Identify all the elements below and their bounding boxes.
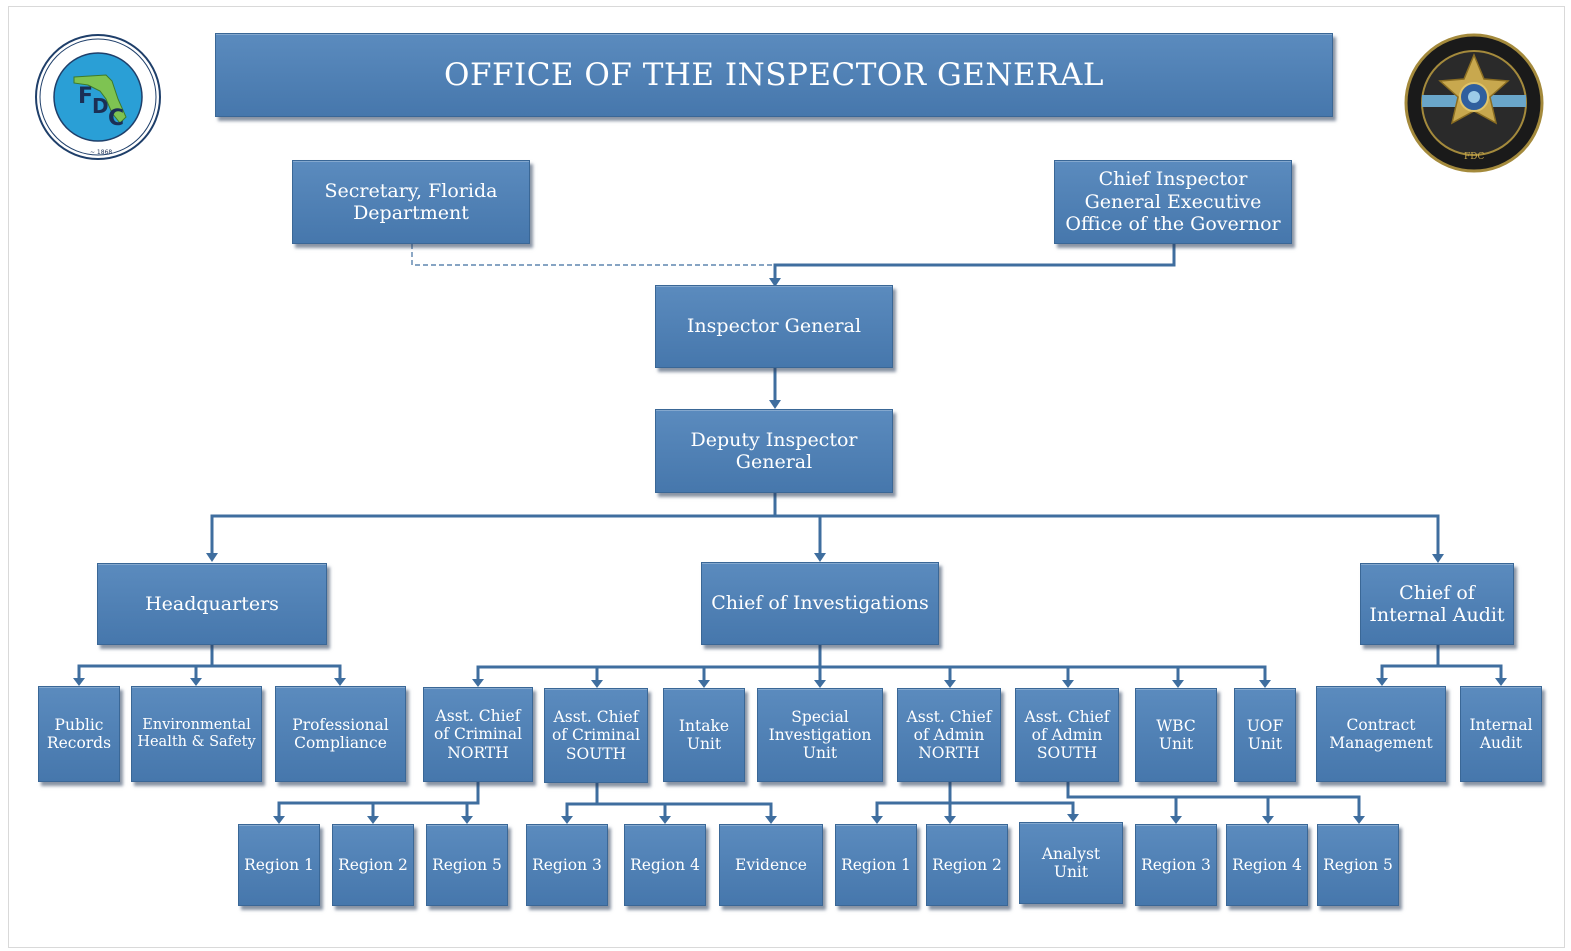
crim-north-region-1-label: Region 1	[244, 855, 314, 874]
admin-north-region-1-box: Region 1	[835, 824, 917, 906]
uof-unit-box: UOF Unit	[1234, 688, 1296, 782]
asst-chief-criminal-north-box: Asst. Chief of Criminal NORTH	[423, 687, 533, 782]
admin-north-region-2-label: Region 2	[932, 855, 1002, 874]
uof-unit-label: UOF Unit	[1246, 716, 1284, 753]
asst-chief-admin-south-label: Asst. Chief of Admin SOUTH	[1024, 707, 1110, 763]
crim-north-region-5-box: Region 5	[426, 824, 508, 906]
intake-unit-label: Intake Unit	[678, 716, 730, 753]
crim-south-region-3-label: Region 3	[532, 855, 602, 874]
svg-text:FDC: FDC	[1464, 152, 1484, 162]
analyst-unit-box: Analyst Unit	[1019, 822, 1123, 904]
internal-audit-label: Internal Audit	[1469, 715, 1533, 752]
admin-south-region-5-box: Region 5	[1317, 824, 1399, 906]
professional-compliance-label: Professional Compliance	[292, 715, 389, 752]
special-investigation-unit-box: Special Investigation Unit	[757, 688, 883, 782]
analyst-unit-label: Analyst Unit	[1041, 844, 1101, 881]
crim-south-region-4-label: Region 4	[630, 855, 700, 874]
chief-of-investigations-label: Chief of Investigations	[711, 592, 929, 615]
crim-south-region-4-box: Region 4	[624, 824, 706, 906]
admin-south-region-4-box: Region 4	[1226, 824, 1308, 906]
crim-north-region-1-box: Region 1	[238, 824, 320, 906]
contract-management-box: Contract Management	[1316, 686, 1446, 782]
chief-of-investigations-box: Chief of Investigations	[701, 562, 939, 645]
secretary-box: Secretary, Florida Department	[292, 160, 530, 244]
crim-north-region-2-label: Region 2	[338, 855, 408, 874]
admin-south-region-4-label: Region 4	[1232, 855, 1302, 874]
professional-compliance-box: Professional Compliance	[275, 686, 406, 782]
inspector-general-box: Inspector General	[655, 285, 893, 368]
svg-text:C: C	[108, 106, 124, 131]
chief-of-internal-audit-box: Chief of Internal Audit	[1360, 563, 1514, 645]
page-frame	[8, 6, 1565, 948]
asst-chief-admin-north-box: Asst. Chief of Admin NORTH	[897, 688, 1001, 782]
svg-text:D: D	[92, 94, 109, 118]
inspector-general-label: Inspector General	[686, 315, 862, 338]
admin-south-region-5-label: Region 5	[1323, 855, 1393, 874]
chief-inspector-general-box: Chief Inspector General Executive Office…	[1054, 160, 1292, 244]
crim-north-region-2-box: Region 2	[332, 824, 414, 906]
chief-of-internal-audit-label: Chief of Internal Audit	[1369, 581, 1505, 626]
internal-audit-box: Internal Audit	[1460, 686, 1542, 782]
svg-text:F: F	[78, 84, 93, 109]
special-investigation-unit-label: Special Investigation Unit	[768, 707, 872, 763]
evidence-label: Evidence	[735, 855, 807, 874]
admin-north-region-1-label: Region 1	[841, 855, 911, 874]
oig-seal-logo: FDC	[1404, 33, 1544, 173]
asst-chief-admin-south-box: Asst. Chief of Admin SOUTH	[1015, 688, 1119, 782]
admin-north-region-2-box: Region 2	[926, 824, 1008, 906]
asst-chief-criminal-south-label: Asst. Chief of Criminal SOUTH	[551, 708, 641, 763]
admin-south-region-3-label: Region 3	[1141, 855, 1211, 874]
evidence-box: Evidence	[719, 824, 823, 906]
deputy-inspector-general-label: Deputy Inspector General	[690, 428, 858, 473]
deputy-inspector-general-box: Deputy Inspector General	[655, 409, 893, 493]
public-records-label: Public Records	[46, 715, 112, 752]
headquarters-box: Headquarters	[97, 563, 327, 645]
headquarters-label: Headquarters	[145, 592, 279, 615]
secretary-label: Secretary, Florida Department	[324, 179, 498, 224]
intake-unit-box: Intake Unit	[663, 688, 745, 782]
chief-inspector-general-label: Chief Inspector General Executive Office…	[1065, 168, 1281, 236]
environmental-health-safety-label: Environmental Health & Safety	[137, 716, 256, 750]
asst-chief-criminal-south-box: Asst. Chief of Criminal SOUTH	[544, 688, 648, 783]
fdc-seal-logo: F D C ~ 1868	[35, 34, 161, 160]
admin-south-region-3-box: Region 3	[1135, 824, 1217, 906]
org-title: OFFICE OF THE INSPECTOR GENERAL	[444, 56, 1104, 93]
crim-north-region-5-label: Region 5	[432, 855, 502, 874]
public-records-box: Public Records	[38, 686, 120, 782]
crim-south-region-3-box: Region 3	[526, 824, 608, 906]
org-title-banner: OFFICE OF THE INSPECTOR GENERAL	[215, 33, 1333, 117]
wbc-unit-box: WBC Unit	[1135, 688, 1217, 782]
svg-text:~ 1868: ~ 1868	[90, 149, 112, 156]
asst-chief-admin-north-label: Asst. Chief of Admin NORTH	[906, 707, 992, 763]
environmental-health-safety-box: Environmental Health & Safety	[131, 686, 262, 782]
asst-chief-criminal-north-label: Asst. Chief of Criminal NORTH	[433, 707, 523, 762]
wbc-unit-label: WBC Unit	[1156, 716, 1196, 753]
contract-management-label: Contract Management	[1329, 715, 1433, 752]
